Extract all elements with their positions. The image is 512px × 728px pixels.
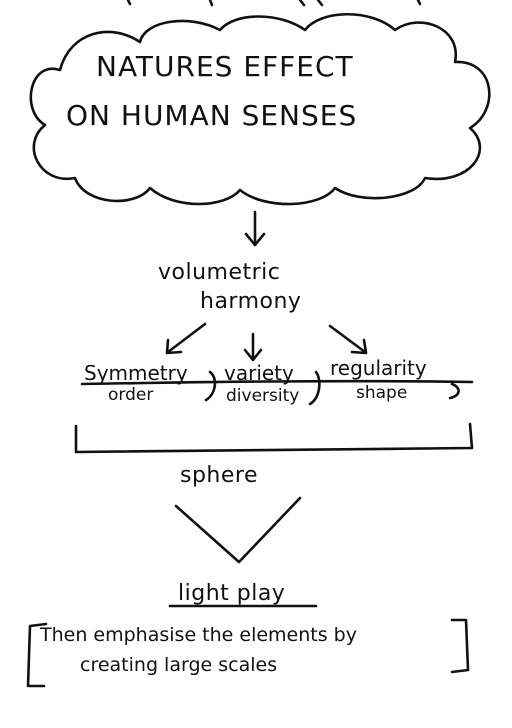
title-line-2: ON HUMAN SENSES	[66, 99, 357, 132]
arrow-down-icon	[243, 332, 263, 362]
branch-symmetry: Symmetry order	[84, 361, 188, 405]
branch-underline	[80, 379, 474, 386]
title-line-1: NATURES EFFECT	[96, 50, 354, 83]
branch-dividers	[80, 370, 474, 406]
edge-mark	[416, 0, 422, 6]
effect-label: light play	[178, 581, 285, 606]
edge-mark	[298, 0, 324, 7]
branch-variety: variety diversity	[224, 361, 299, 406]
branch-sub-label: shape	[356, 383, 407, 403]
branch-label: Symmetry	[84, 361, 188, 385]
arrow-down-icon	[244, 210, 266, 247]
branch-separator	[204, 370, 217, 402]
concept-line-1: volumetric	[158, 260, 280, 285]
arrow-right-icon	[328, 324, 368, 355]
concept-line-2: harmony	[200, 289, 301, 314]
branch-regularity: regularity shape	[330, 356, 427, 403]
group-bracket	[74, 422, 474, 454]
branch-sub-label: diversity	[226, 386, 299, 406]
title-cloud	[29, 13, 491, 206]
note-bracket-left	[26, 622, 48, 688]
branch-label: regularity	[330, 356, 427, 380]
branch-separator	[448, 382, 460, 400]
note-line-2: creating large scales	[80, 654, 277, 676]
branch-separator	[308, 370, 321, 406]
top-edge-marks	[126, 0, 422, 7]
arrow-left-icon	[165, 322, 207, 355]
edge-mark	[208, 0, 214, 7]
branch-sub-label: order	[108, 385, 153, 405]
result-label: sphere	[180, 463, 258, 488]
edge-mark	[126, 0, 132, 6]
note-line-1: Then emphasise the elements by	[39, 624, 357, 646]
funnel-chevron	[174, 496, 302, 564]
note-bracket-right	[450, 618, 470, 674]
branch-arrows	[165, 322, 368, 362]
